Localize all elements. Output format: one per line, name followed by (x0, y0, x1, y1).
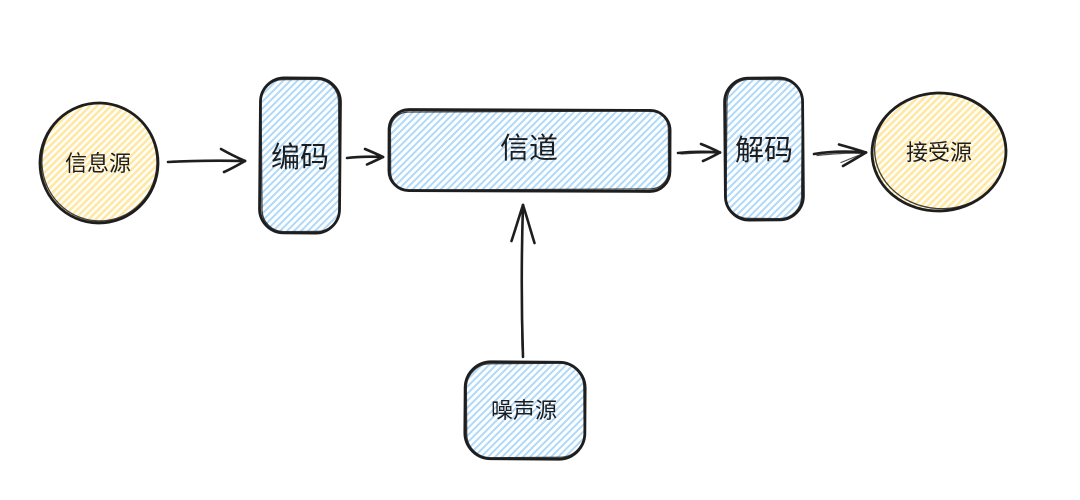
encoder-outline-sketch (260, 78, 341, 233)
noise-source-outline (463, 360, 587, 461)
node-noise-source[interactable]: 噪声源 (463, 360, 587, 461)
information-source-outline-sketch (41, 102, 158, 222)
node-decoder[interactable]: 解码 (723, 76, 805, 222)
encoder-label: 编码 (271, 140, 329, 174)
arrow-channel-to-decoder[interactable] (676, 142, 722, 163)
arrow-source-to-encoder[interactable] (166, 147, 247, 174)
arrow-noise-to-channel[interactable] (510, 203, 536, 359)
information-source-fill (40, 103, 158, 223)
noise-source-label: 噪声源 (491, 399, 557, 424)
noise-source-fill (465, 362, 585, 459)
channel-fill (389, 110, 670, 191)
channel-label: 信道 (500, 131, 558, 165)
arrow-encoder-to-channel[interactable] (345, 147, 385, 166)
decoder-fill (725, 78, 803, 220)
receiver-outline-sketch (873, 92, 1007, 210)
arrow-decoder-to-receiver[interactable] (812, 143, 868, 168)
node-receiver[interactable]: 接受源 (870, 88, 1011, 214)
node-channel[interactable]: 信道 (387, 108, 672, 193)
noise-source-outline-sketch (465, 362, 585, 459)
receiver-fill (872, 93, 1006, 211)
node-information-source[interactable]: 信息源 (36, 97, 163, 226)
channel-outline (387, 108, 672, 193)
receiver-label: 接受源 (906, 141, 972, 166)
decoder-outline-sketch (725, 78, 804, 220)
encoder-fill (260, 78, 340, 233)
node-encoder[interactable]: 编码 (258, 76, 342, 235)
decoder-outline (723, 76, 805, 222)
decoder-label: 解码 (735, 133, 793, 167)
channel-outline-sketch (389, 110, 670, 191)
information-source-label: 信息源 (65, 152, 131, 177)
encoder-outline (258, 76, 342, 235)
